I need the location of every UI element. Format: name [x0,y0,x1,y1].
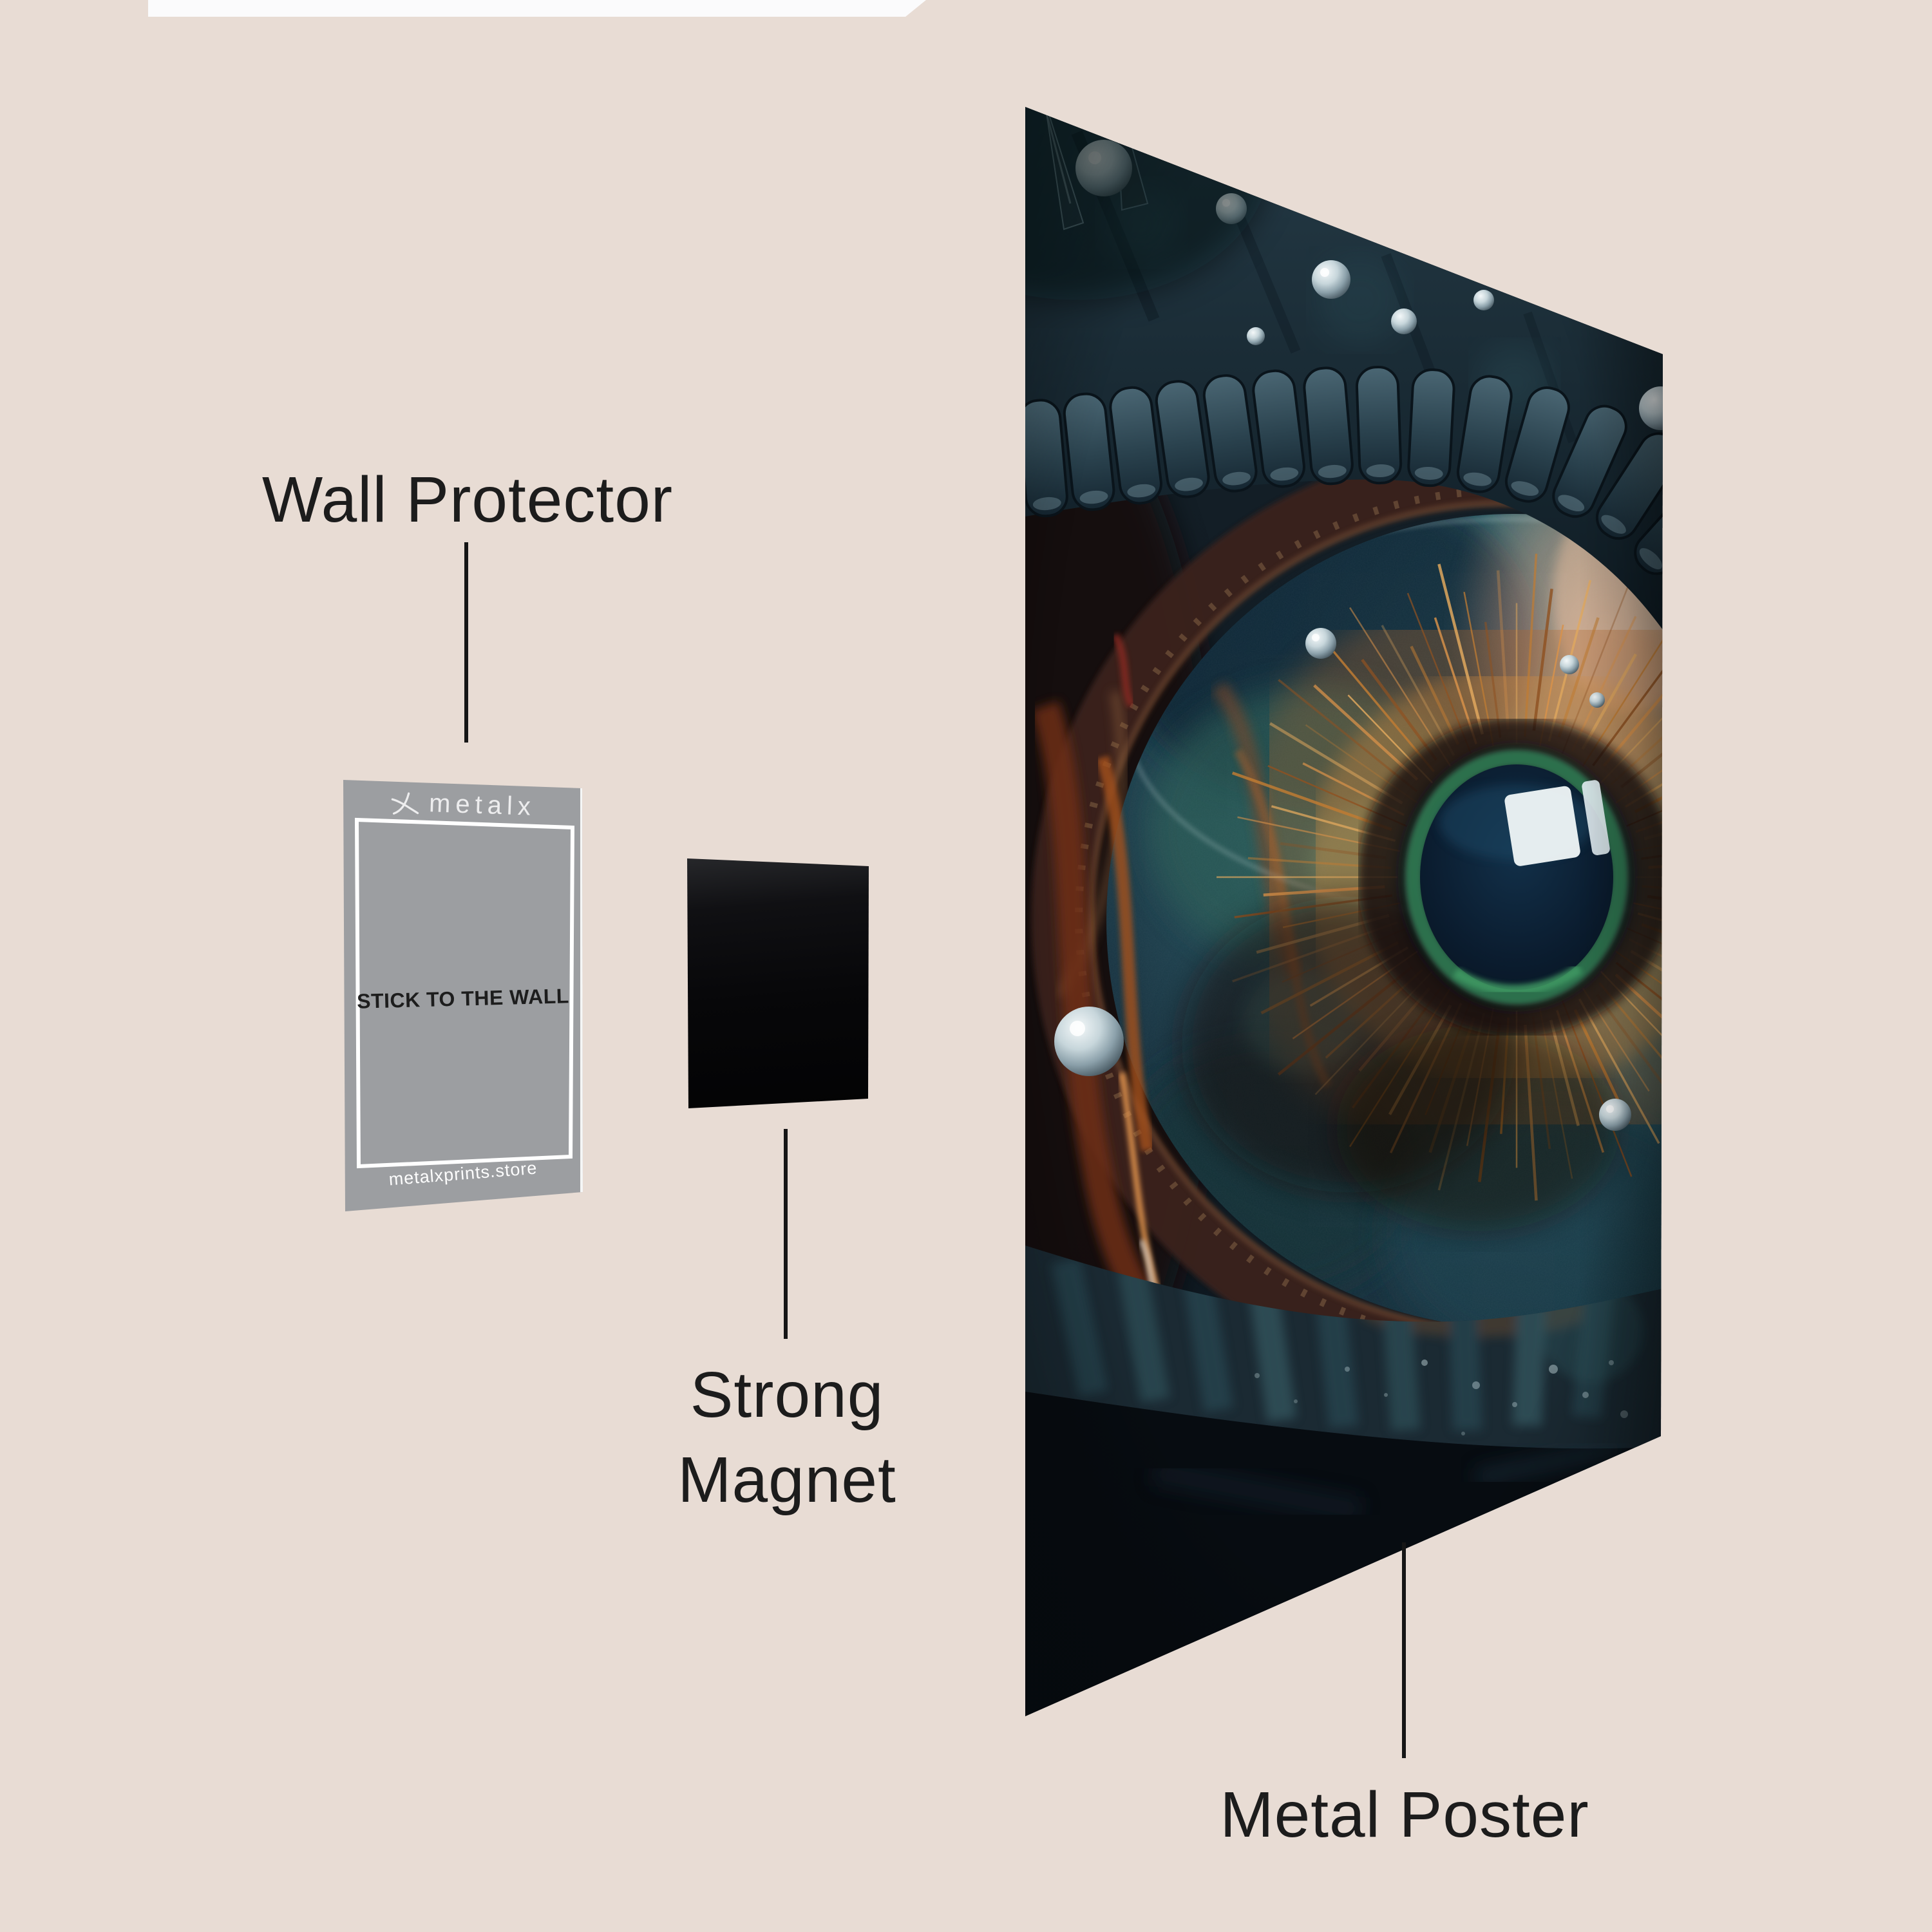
wall-protector-card: metalx STICK TO THE WALL metalxprints.st… [343,780,583,1211]
label-strong-magnet: Strong Magnet [677,1352,896,1522]
poster-artwork [1025,107,1663,1716]
leader-line-wall-protector [464,542,468,743]
metal-poster [1025,107,1663,1716]
label-wall-protector: Wall Protector [261,464,674,536]
corner-shadow [1025,107,1270,300]
leader-line-strong-magnet [784,1129,788,1339]
card-brand-logo: metalx [390,788,536,822]
top-edge-strip [148,0,926,17]
strong-magnet-square [687,858,869,1108]
metalx-logo-icon [391,791,419,815]
label-strong-magnet-line2: Magnet [677,1444,896,1516]
leader-line-metal-poster [1402,1542,1406,1758]
vignette [1025,107,1663,1716]
label-metal-poster: Metal Poster [1220,1779,1589,1851]
card-edge-highlight [580,786,583,1205]
label-strong-magnet-line1: Strong [690,1359,884,1431]
card-inner-border [354,817,575,1169]
